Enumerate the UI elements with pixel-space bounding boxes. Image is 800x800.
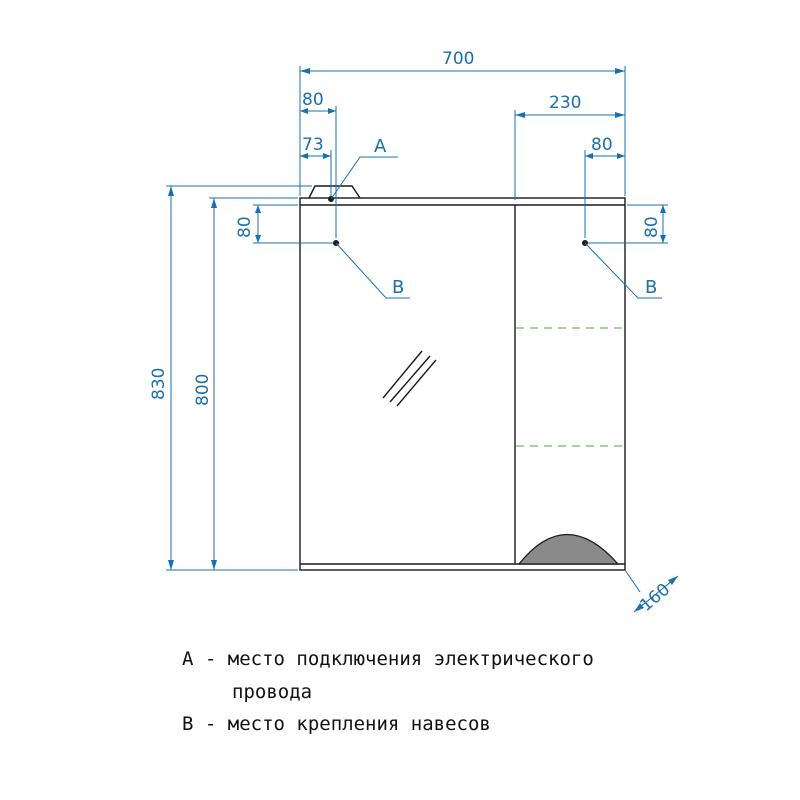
dim-left-offset: 80: [300, 90, 337, 238]
mirror-hatch-1: [382, 350, 423, 399]
mirror-hatch-2: [389, 355, 431, 403]
dim-right-offset: 80: [584, 135, 625, 238]
marker-b-right: B: [645, 277, 657, 298]
svg-text:230: 230: [549, 93, 581, 113]
legend-a-line2: провода: [232, 681, 313, 703]
svg-text:700: 700: [442, 49, 474, 69]
leader-lines: [330, 156, 662, 299]
mirror-hatch-3: [396, 359, 437, 407]
svg-text:80: 80: [591, 135, 613, 155]
door-handle: [517, 533, 620, 565]
dim-right-vertical: 80: [588, 204, 668, 244]
legend-b-line: B - место крепления навесов: [182, 713, 491, 735]
svg-text:80: 80: [642, 216, 662, 238]
svg-text:80: 80: [235, 216, 255, 238]
dim-total-height: 830: [149, 185, 312, 571]
svg-text:800: 800: [193, 374, 213, 406]
lamp-housing: [308, 185, 361, 199]
dim-right-module: 230: [514, 93, 625, 200]
marker-b-left: B: [392, 277, 404, 298]
svg-text:160: 160: [636, 580, 674, 616]
legend-a-line1: A - место подключения электрического: [182, 648, 594, 670]
dim-left-inner: 73: [300, 135, 332, 196]
dim-body-height: 800: [193, 197, 298, 570]
dim-depth: 160: [624, 569, 679, 616]
svg-text:830: 830: [149, 368, 169, 400]
svg-text:73: 73: [302, 135, 324, 155]
dim-left-vertical: 80: [235, 204, 333, 244]
cabinet-body: [299, 185, 626, 571]
cabinet-outline: [299, 197, 626, 571]
dim-total-width: 700: [299, 49, 626, 196]
marker-a: A: [374, 136, 387, 157]
svg-text:80: 80: [302, 90, 324, 110]
